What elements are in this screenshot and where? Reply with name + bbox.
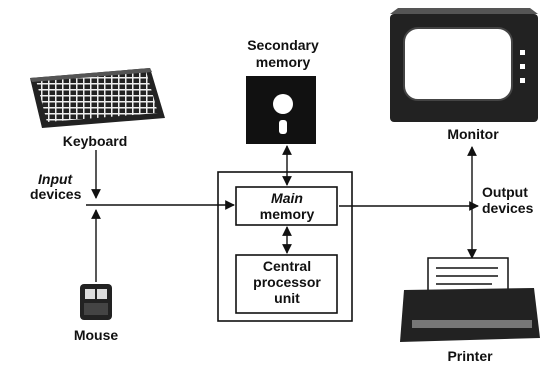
main-memory-label-line2: memory [260,206,315,222]
mouse-label: Mouse [74,327,119,343]
output-label-line1: Output [482,184,528,200]
secondary-memory-label-line1: Secondary [247,37,319,53]
monitor-icon [390,8,538,122]
main-memory-label-line1: Main [271,190,303,206]
monitor-label: Monitor [447,126,499,142]
cpu-label-line2: processor [253,274,321,290]
printer-icon [400,258,540,342]
secondary-memory-label-line2: memory [256,54,311,70]
cpu-label-line3: unit [274,290,300,306]
input-label-line2: devices [30,186,82,202]
cpu-label-line1: Central [263,258,311,274]
mouse-icon [80,284,112,320]
input-label-line1: Input [38,171,74,187]
floppy-disk-icon [246,76,316,144]
keyboard-icon [30,68,165,128]
keyboard-label: Keyboard [63,133,128,149]
printer-label: Printer [447,348,493,364]
output-label-line2: devices [482,200,534,216]
